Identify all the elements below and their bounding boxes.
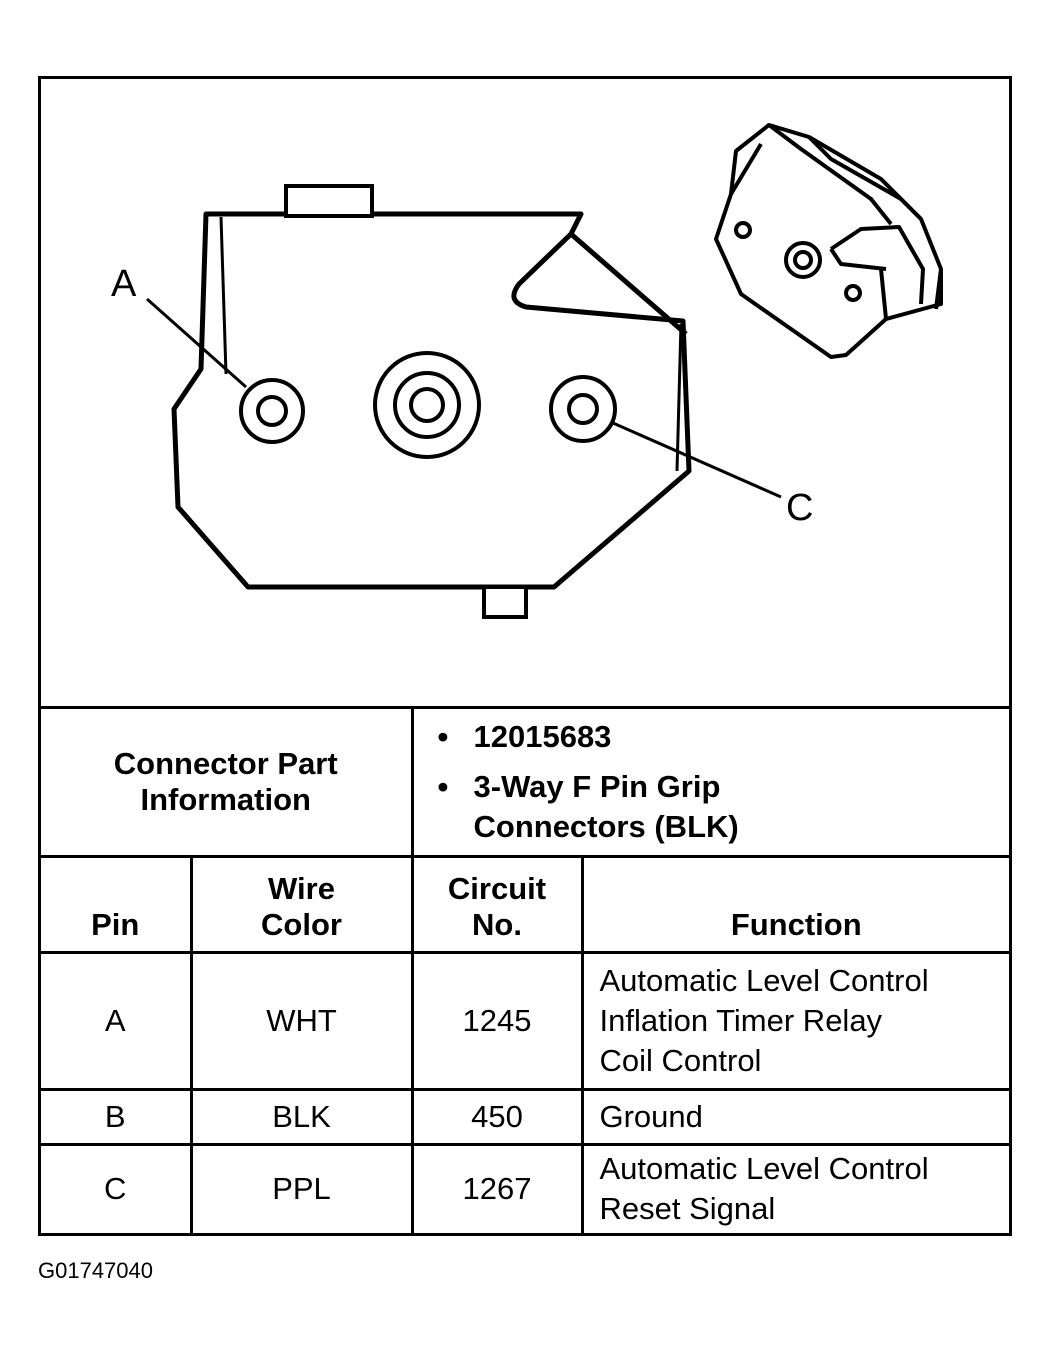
cell-circuit: 1245 xyxy=(410,951,584,1091)
cavity-c-pin xyxy=(567,393,599,425)
connector-info-row: Connector Part Information • 12015683 • … xyxy=(41,706,1010,858)
cell-pin: C xyxy=(41,1143,193,1233)
bullet-glyph: • xyxy=(437,769,449,804)
cell-wire-color: WHT xyxy=(189,951,414,1091)
header-pin: Pin xyxy=(41,855,193,954)
connector-right-inner-line xyxy=(675,323,683,472)
connector-ridge-line xyxy=(569,232,688,336)
cavity-a xyxy=(239,378,305,444)
table-row: C PPL 1267 Automatic Level Control Reset… xyxy=(41,1143,1009,1233)
part-number: 12015683 xyxy=(473,719,612,754)
callout-label-a: A xyxy=(111,263,137,305)
header-function-text: Function xyxy=(730,907,862,942)
cell-pin: B xyxy=(41,1088,193,1146)
bottom-latch xyxy=(482,585,528,619)
header-wire-color: Wire Color xyxy=(189,855,414,954)
function-line: Reset Signal xyxy=(599,1191,776,1227)
connector-3d-view xyxy=(714,123,943,359)
connector-info-label-line1: Connector Part xyxy=(113,746,338,781)
header-function: Function xyxy=(580,855,1009,954)
connector-table: Connector Part Information • 12015683 • … xyxy=(41,706,1009,1233)
cell-pin: A xyxy=(41,951,193,1091)
cavity-b-pin xyxy=(409,387,445,423)
header-circuit: Circuit No. xyxy=(410,855,584,954)
cavity-b xyxy=(373,351,481,459)
cavity-a-pin xyxy=(256,395,288,427)
cell-circuit: 1267 xyxy=(410,1143,584,1233)
figure-frame: A C Connector Part Information • 1201568… xyxy=(38,76,1012,1236)
function-line: Automatic Level Control xyxy=(599,963,929,998)
part-number-item: • 12015683 xyxy=(438,717,1010,757)
cell-function: Automatic Level Control Reset Signal xyxy=(580,1143,1009,1233)
header-pin-text: Pin xyxy=(91,907,140,942)
table-row: A WHT 1245 Automatic Level Control Infla… xyxy=(41,951,1009,1091)
connector-info-label-cell: Connector Part Information xyxy=(41,706,414,858)
connector-left-inner-line xyxy=(219,216,228,375)
header-row: Pin Wire Color Circuit No. Function xyxy=(41,855,1009,954)
leader-line-a xyxy=(146,297,247,389)
description-line1: 3-Way F Pin Grip xyxy=(473,769,721,804)
cavity-c xyxy=(549,375,617,443)
cavity-b-ring xyxy=(393,371,461,439)
leader-line-c xyxy=(612,421,782,499)
connector-info-value-cell: • 12015683 • 3-Way F Pin Grip Connectors… xyxy=(410,706,1010,858)
connector-body-outline xyxy=(171,211,692,590)
function-line: Ground xyxy=(599,1099,703,1134)
header-circuit-text-2: No. xyxy=(472,907,522,942)
bullet-glyph: • xyxy=(437,719,449,754)
callout-label-c: C xyxy=(786,487,814,529)
header-wire-text-1: Wire xyxy=(268,871,335,906)
header-wire-text-2: Color xyxy=(261,907,342,942)
header-circuit-text-1: Circuit xyxy=(447,871,547,906)
connector-face-drawing xyxy=(146,123,943,619)
description-item: • 3-Way F Pin Grip xyxy=(438,767,1010,807)
top-latch xyxy=(284,184,374,218)
function-line: Coil Control xyxy=(599,1043,762,1078)
description-line2: Connectors (BLK) xyxy=(473,809,739,844)
cell-function: Ground xyxy=(580,1088,1009,1146)
connector-info-label-line2: Information xyxy=(140,782,312,817)
cell-function: Automatic Level Control Inflation Timer … xyxy=(580,951,1009,1091)
cell-wire-color: PPL xyxy=(189,1143,414,1233)
function-line: Automatic Level Control xyxy=(599,1151,929,1187)
figure-code: G01747040 xyxy=(38,1258,153,1283)
cell-circuit: 450 xyxy=(410,1088,584,1146)
connector-diagram: A C xyxy=(41,79,1009,706)
function-line: Inflation Timer Relay xyxy=(599,1003,883,1038)
cell-wire-color: BLK xyxy=(189,1088,414,1146)
table-row: B BLK 450 Ground xyxy=(41,1088,1009,1146)
